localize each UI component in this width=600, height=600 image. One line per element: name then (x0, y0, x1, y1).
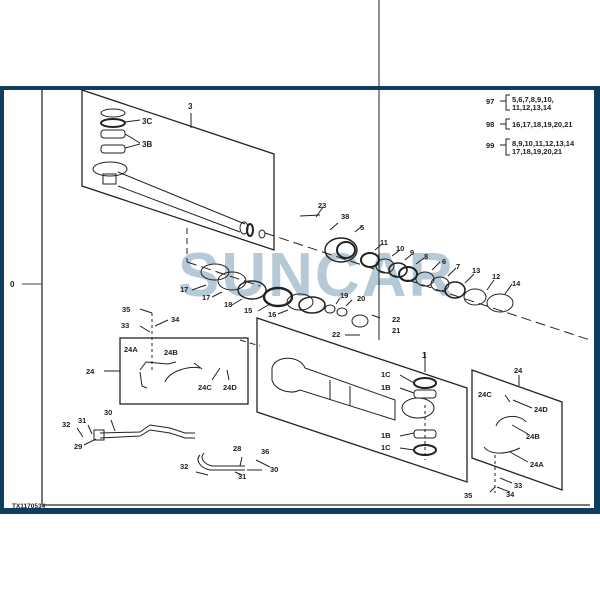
svg-text:10: 10 (396, 244, 404, 253)
cylinder-barrel-group (239, 0, 468, 483)
svg-text:16,17,18,19,20,21: 16,17,18,19,20,21 (512, 120, 572, 129)
svg-text:3: 3 (188, 102, 193, 111)
svg-text:5: 5 (360, 223, 364, 232)
side-label: 0 (10, 280, 15, 289)
svg-text:34: 34 (171, 315, 180, 324)
svg-text:24C: 24C (478, 390, 492, 399)
svg-text:99: 99 (486, 141, 494, 150)
svg-text:30: 30 (270, 465, 278, 474)
svg-text:30: 30 (104, 408, 112, 417)
svg-text:7: 7 (456, 262, 460, 271)
svg-text:24B: 24B (164, 348, 178, 357)
svg-text:24C: 24C (198, 383, 212, 392)
svg-text:16: 16 (268, 310, 276, 319)
svg-text:13: 13 (472, 266, 480, 275)
svg-text:1: 1 (422, 351, 427, 360)
svg-text:38: 38 (341, 212, 349, 221)
svg-text:22: 22 (332, 330, 340, 339)
svg-text:33: 33 (514, 481, 522, 490)
clamp-group-left (104, 308, 249, 405)
svg-text:24D: 24D (223, 383, 237, 392)
figure-code: TX1170534 (12, 503, 46, 510)
piston-seal-set (191, 206, 514, 336)
svg-text:31: 31 (238, 472, 246, 481)
svg-text:22: 22 (392, 315, 400, 324)
svg-text:11,12,13,14: 11,12,13,14 (512, 103, 552, 112)
svg-text:24A: 24A (530, 460, 544, 469)
svg-text:8: 8 (424, 252, 428, 261)
svg-text:20: 20 (357, 294, 365, 303)
svg-text:3C: 3C (142, 117, 152, 126)
diagram-frame (0, 86, 600, 514)
svg-text:8,9,10,11,12,13,14: 8,9,10,11,12,13,14 (512, 139, 575, 148)
svg-text:35: 35 (122, 305, 130, 314)
svg-text:14: 14 (512, 279, 521, 288)
svg-text:28: 28 (233, 444, 241, 453)
svg-text:31: 31 (78, 416, 86, 425)
svg-text:17: 17 (202, 293, 210, 302)
svg-text:1B: 1B (381, 431, 391, 440)
svg-text:1C: 1C (381, 370, 391, 379)
svg-text:5,6,7,8,9,10,: 5,6,7,8,9,10, (512, 95, 554, 104)
svg-text:98: 98 (486, 120, 494, 129)
svg-text:36: 36 (261, 447, 269, 456)
svg-text:1B: 1B (381, 383, 391, 392)
svg-text:3B: 3B (142, 140, 152, 149)
svg-text:17: 17 (180, 285, 188, 294)
tube-fittings (76, 419, 271, 476)
svg-text:32: 32 (180, 462, 188, 471)
svg-text:21: 21 (392, 326, 400, 335)
svg-text:24: 24 (86, 367, 95, 376)
svg-text:33: 33 (121, 321, 129, 330)
svg-text:18: 18 (224, 300, 232, 309)
svg-text:11: 11 (380, 238, 388, 247)
svg-text:15: 15 (244, 306, 252, 315)
piston-rod-group (81, 89, 591, 341)
legend: 97 5,6,7,8,9,10, 11,12,13,14 98 16,17,18… (486, 94, 575, 156)
svg-text:17,18,19,20,21: 17,18,19,20,21 (512, 147, 562, 156)
svg-text:19: 19 (340, 291, 348, 300)
svg-text:24D: 24D (534, 405, 548, 414)
svg-text:1C: 1C (381, 443, 391, 452)
watermark: SUNCAR (178, 241, 455, 310)
svg-text:32: 32 (62, 420, 70, 429)
svg-text:9: 9 (410, 248, 414, 257)
svg-text:12: 12 (492, 272, 500, 281)
svg-text:24: 24 (514, 366, 523, 375)
svg-text:6: 6 (442, 257, 446, 266)
svg-text:97: 97 (486, 97, 494, 106)
svg-text:29: 29 (74, 442, 82, 451)
svg-text:34: 34 (506, 490, 515, 499)
svg-text:24B: 24B (526, 432, 540, 441)
svg-text:35: 35 (464, 491, 472, 500)
svg-text:23: 23 (318, 201, 326, 210)
svg-text:24A: 24A (124, 345, 138, 354)
clamp-group-right (471, 369, 563, 493)
